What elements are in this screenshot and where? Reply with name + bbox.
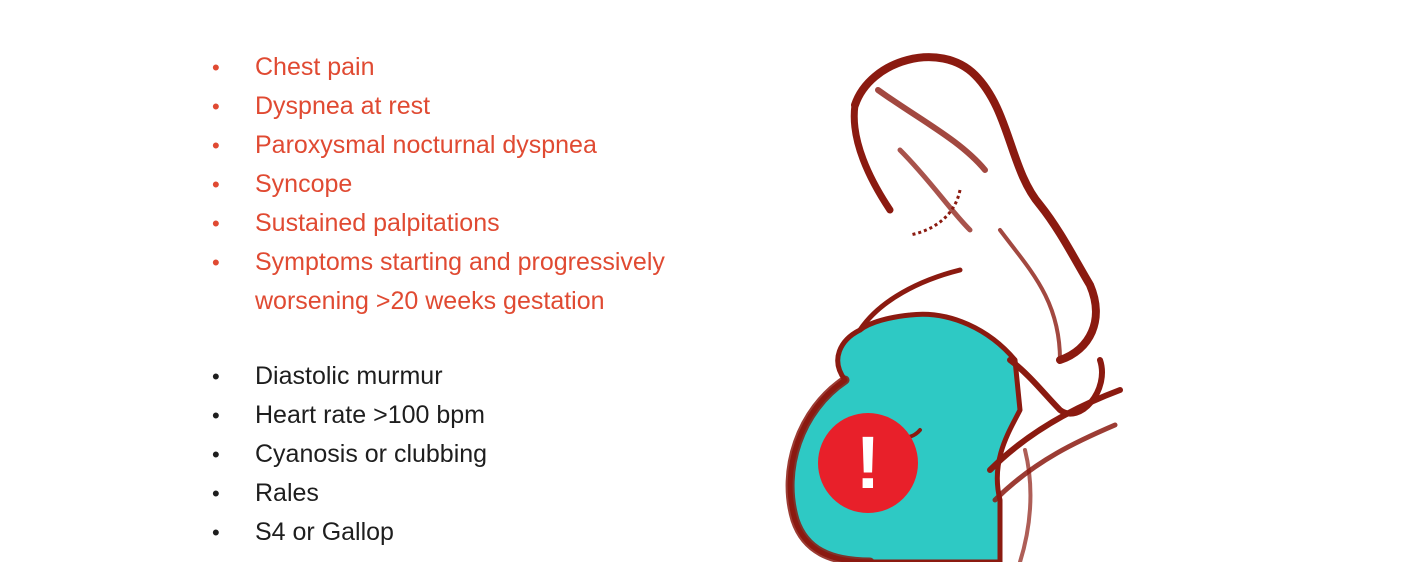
bullet-icon: • xyxy=(212,55,220,80)
symptom-item: • Chest pain xyxy=(210,48,665,87)
symptom-label: Paroxysmal nocturnal dyspnea xyxy=(255,131,597,159)
bullet-icon: • xyxy=(212,403,220,428)
signs-list: • Diastolic murmur • Heart rate >100 bpm… xyxy=(210,357,487,552)
bullet-icon: • xyxy=(212,250,220,275)
bullet-icon: • xyxy=(212,364,220,389)
bullet-icon: • xyxy=(212,94,220,119)
sign-item: • Rales xyxy=(210,474,487,513)
symptom-label: Chest pain xyxy=(255,53,375,81)
sign-item: • Diastolic murmur xyxy=(210,357,487,396)
pregnant-woman-icon xyxy=(785,53,1123,567)
sign-label: Rales xyxy=(255,479,319,507)
sign-item: • Cyanosis or clubbing xyxy=(210,435,487,474)
sign-item: • S4 or Gallop xyxy=(210,513,487,552)
symptoms-list: • Chest pain • Dyspnea at rest • Paroxys… xyxy=(210,48,665,321)
symptom-label-continuation: worsening >20 weeks gestation xyxy=(255,287,605,315)
bullet-icon: • xyxy=(212,172,220,197)
symptom-label: Syncope xyxy=(255,170,353,198)
sign-label: Cyanosis or clubbing xyxy=(255,440,488,468)
sign-label: Diastolic murmur xyxy=(255,362,443,390)
symptom-item: • Sustained palpitations xyxy=(210,204,665,243)
bullet-icon: • xyxy=(212,442,220,467)
bullet-icon: • xyxy=(212,133,220,158)
pregnant-woman-illustration: ! xyxy=(760,30,1160,567)
alert-badge: ! xyxy=(818,413,918,513)
symptom-item: • Dyspnea at rest xyxy=(210,87,665,126)
symptom-item: • Paroxysmal nocturnal dyspnea xyxy=(210,126,665,165)
symptom-label: Sustained palpitations xyxy=(255,209,500,237)
symptom-item: • Symptoms starting and progressively wo… xyxy=(210,243,665,321)
bullet-icon: • xyxy=(212,520,220,545)
sign-label: S4 or Gallop xyxy=(255,518,394,546)
symptom-item: • Syncope xyxy=(210,165,665,204)
bullet-icon: • xyxy=(212,481,220,506)
symptom-label: Symptoms starting and progressively xyxy=(255,248,665,276)
symptom-label: Dyspnea at rest xyxy=(255,92,431,120)
sign-label: Heart rate >100 bpm xyxy=(255,401,485,429)
bullet-icon: • xyxy=(212,211,220,236)
exclamation-alert-icon: ! xyxy=(855,421,881,504)
sign-item: • Heart rate >100 bpm xyxy=(210,396,487,435)
